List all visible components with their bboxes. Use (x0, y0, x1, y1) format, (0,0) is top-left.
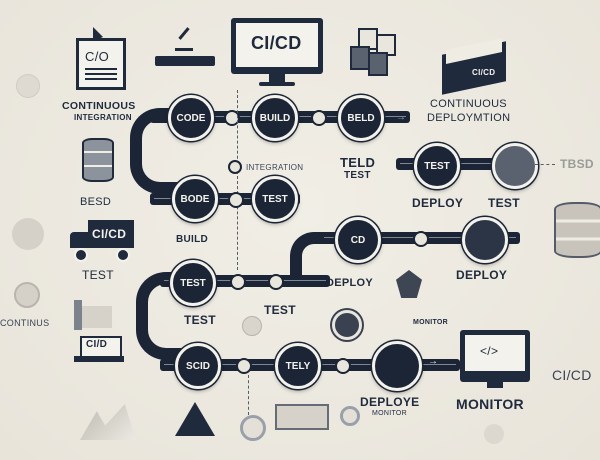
arrow-icon-2: → (428, 356, 438, 367)
joint-5[interactable] (230, 274, 246, 290)
forklift-icon: CI/D (72, 300, 128, 366)
truck-icon: CI/CD (68, 220, 136, 262)
test-under-teld-label: TEST (344, 170, 371, 181)
test-truck-label: TEST (82, 268, 114, 282)
document-label: C/O (85, 49, 110, 64)
joint-2[interactable] (311, 110, 327, 126)
test-right-label: TEST (488, 196, 520, 210)
router-icon (155, 56, 215, 66)
joint-4[interactable] (413, 231, 429, 247)
continuous-deployment-title-line2: DEPLOYMTION (427, 112, 511, 124)
integration-label: INTEGRATION (246, 163, 304, 172)
node-tely[interactable]: TELY (275, 343, 321, 389)
test-label-5: TEST (264, 303, 296, 317)
test-label-4: TEST (184, 313, 216, 327)
small-badge-icon (242, 316, 262, 336)
deploy-label-3: DEPLOY (456, 268, 508, 282)
gear-icon (332, 310, 362, 340)
monitor-code-icon: </> (460, 330, 530, 388)
target-icon-2 (340, 406, 360, 426)
monitor-small-label: MONITOR (413, 319, 449, 326)
forklift-label: CI/D (86, 339, 108, 350)
teld-label: TELD (340, 155, 376, 170)
deploy-label-1: DEPLOY (412, 196, 464, 210)
node-scid[interactable]: SCID (175, 343, 221, 389)
node-gear-right[interactable] (492, 143, 538, 189)
arrow-icon: → (396, 112, 406, 123)
build-label: BUILD (176, 234, 209, 245)
node-deploy-icon[interactable] (372, 341, 422, 391)
node-test-right[interactable]: TEST (414, 143, 460, 189)
node-test-row4[interactable]: TEST (170, 260, 216, 306)
deploy-label-2: DEPLOY (326, 277, 374, 289)
node-bode[interactable]: BODE (172, 176, 218, 222)
joint-6[interactable] (268, 274, 284, 290)
tbsd-label: TBSD (560, 157, 594, 171)
integration-joint[interactable] (228, 160, 242, 174)
continuous-integration-title-line2: INTEGRATION (74, 113, 132, 122)
monitor-label: MONITOR (456, 396, 524, 412)
continuous-left-label: CONTINUS (0, 318, 50, 328)
cicd-right-label: CI/CD (552, 367, 592, 383)
document-icon: C/O (76, 27, 126, 90)
database-icon (82, 138, 114, 182)
monitor-under-label: MONITOR (372, 410, 408, 417)
faint-chart-icon (80, 404, 136, 440)
node-pipeline-icon[interactable] (462, 217, 508, 263)
device-icon (275, 404, 329, 430)
besd-label: BESD (80, 196, 112, 208)
monitor-code-label: </> (480, 344, 499, 358)
database-icon-right (554, 202, 600, 258)
user-badge-icon (484, 424, 504, 444)
cubes-icon (348, 28, 398, 76)
monitor-cicd-icon: CI/CD (231, 18, 323, 86)
continuous-deployment-title-line1: CONTINUOUS (430, 98, 507, 110)
continuous-integration-title-line1: CONTINUOUS (62, 100, 136, 112)
joint-1[interactable] (224, 110, 240, 126)
node-test-row2[interactable]: TEST (252, 176, 298, 222)
truck-label: CI/CD (92, 227, 127, 241)
monitor-cicd-label: CI/CD (251, 33, 302, 53)
continuous-badge-icon (14, 282, 40, 308)
node-beld[interactable]: BELD (338, 95, 384, 141)
server-box-icon: CI/CD (442, 32, 506, 95)
joint-7[interactable] (236, 358, 252, 374)
target-icon (240, 415, 266, 441)
faint-circle-icon (16, 74, 40, 98)
node-code[interactable]: CODE (168, 95, 214, 141)
gem-icon (396, 270, 422, 298)
joint-8[interactable] (335, 358, 351, 374)
joint-3[interactable] (228, 192, 244, 208)
deploye-label: DEPLOYE (360, 395, 420, 409)
node-build[interactable]: BUILD (252, 95, 298, 141)
server-box-label: CI/CD (472, 68, 496, 77)
triangle-icon (175, 402, 215, 436)
node-cd[interactable]: CD (335, 217, 381, 263)
faint-gear-icon-left (12, 218, 44, 250)
